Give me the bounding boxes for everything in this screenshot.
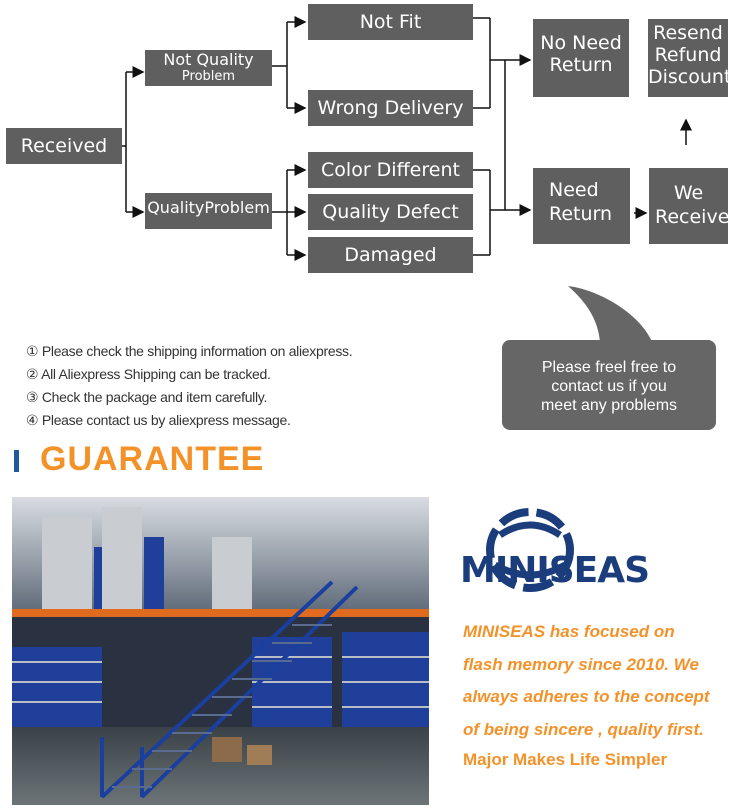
step-1: ① Please check the shipping information … bbox=[26, 343, 353, 359]
wrong-delivery-box: Wrong Delivery bbox=[308, 90, 473, 126]
wrong-delivery-label: Wrong Delivery bbox=[317, 97, 464, 119]
brand-description: MINISEAS has focused on flash memory sin… bbox=[463, 616, 748, 746]
we-label: We bbox=[673, 182, 704, 204]
not-quality-problem-box: Not Quality Problem bbox=[145, 50, 272, 86]
resend-refund-discount-box: Resend Refund Discount bbox=[648, 19, 732, 97]
desc-line-4: of being sincere , quality first. bbox=[463, 719, 704, 739]
bubble-line-3: meet any problems bbox=[540, 397, 678, 414]
not-fit-label: Not Fit bbox=[359, 11, 422, 33]
miniseas-globe-logo bbox=[486, 508, 574, 592]
desc-line-2: flash memory since 2010. We bbox=[463, 654, 699, 674]
quality-defect-label: Quality Defect bbox=[322, 201, 459, 223]
received-label: Received bbox=[20, 135, 108, 157]
desc-line-3: always adheres to the concept bbox=[463, 687, 710, 706]
damaged-box: Damaged bbox=[308, 237, 473, 273]
received-box: Received bbox=[6, 128, 122, 164]
return-label: Return bbox=[549, 54, 613, 76]
step-4: ④ Please contact us by aliexpress messag… bbox=[26, 412, 291, 428]
guarantee-accent-bar bbox=[14, 450, 19, 472]
need-label: Need bbox=[549, 179, 599, 201]
refund-label: Refund bbox=[654, 44, 722, 66]
return-label-2: Return bbox=[549, 203, 613, 225]
problem-label: Problem bbox=[181, 69, 236, 84]
guarantee-title: GUARANTEE bbox=[40, 440, 265, 478]
flow-connectors bbox=[122, 16, 692, 261]
color-different-label: Color Different bbox=[321, 159, 460, 181]
discount-label: Discount bbox=[648, 66, 732, 88]
step-3: ③ Check the package and item carefully. bbox=[26, 389, 268, 405]
shipping-steps: ① Please check the shipping information … bbox=[26, 340, 353, 432]
resend-label: Resend bbox=[653, 22, 723, 44]
received-label-2: Received bbox=[655, 206, 728, 228]
not-fit-box: Not Fit bbox=[308, 4, 473, 40]
we-received-box: We Received bbox=[649, 168, 728, 244]
contact-speech-bubble: Please freel free to contact us if you m… bbox=[502, 340, 716, 430]
quality-problem-box: QualityProblem bbox=[145, 193, 272, 229]
no-need-label: No Need bbox=[540, 32, 622, 54]
need-return-box: Need Return bbox=[533, 168, 630, 244]
speech-bubble-tail bbox=[568, 286, 652, 342]
quality-problem-label: QualityProblem bbox=[147, 198, 270, 217]
brand-name: MINISEAS bbox=[460, 550, 650, 591]
no-need-return-box: No Need Return bbox=[533, 19, 629, 97]
color-different-box: Color Different bbox=[308, 152, 473, 188]
warehouse-photo bbox=[12, 497, 429, 805]
not-quality-label: Not Quality bbox=[163, 50, 254, 69]
damaged-label: Damaged bbox=[344, 244, 437, 266]
quality-defect-box: Quality Defect bbox=[308, 194, 473, 230]
step-2: ② All Aliexpress Shipping can be tracked… bbox=[26, 366, 271, 382]
brand-slogan: Major Makes Life Simpler bbox=[463, 750, 668, 769]
bubble-line-2: contact us if you bbox=[551, 378, 667, 395]
desc-line-1: MINISEAS has focused on bbox=[463, 622, 675, 641]
bubble-line-1: Please freel free to bbox=[541, 359, 677, 376]
